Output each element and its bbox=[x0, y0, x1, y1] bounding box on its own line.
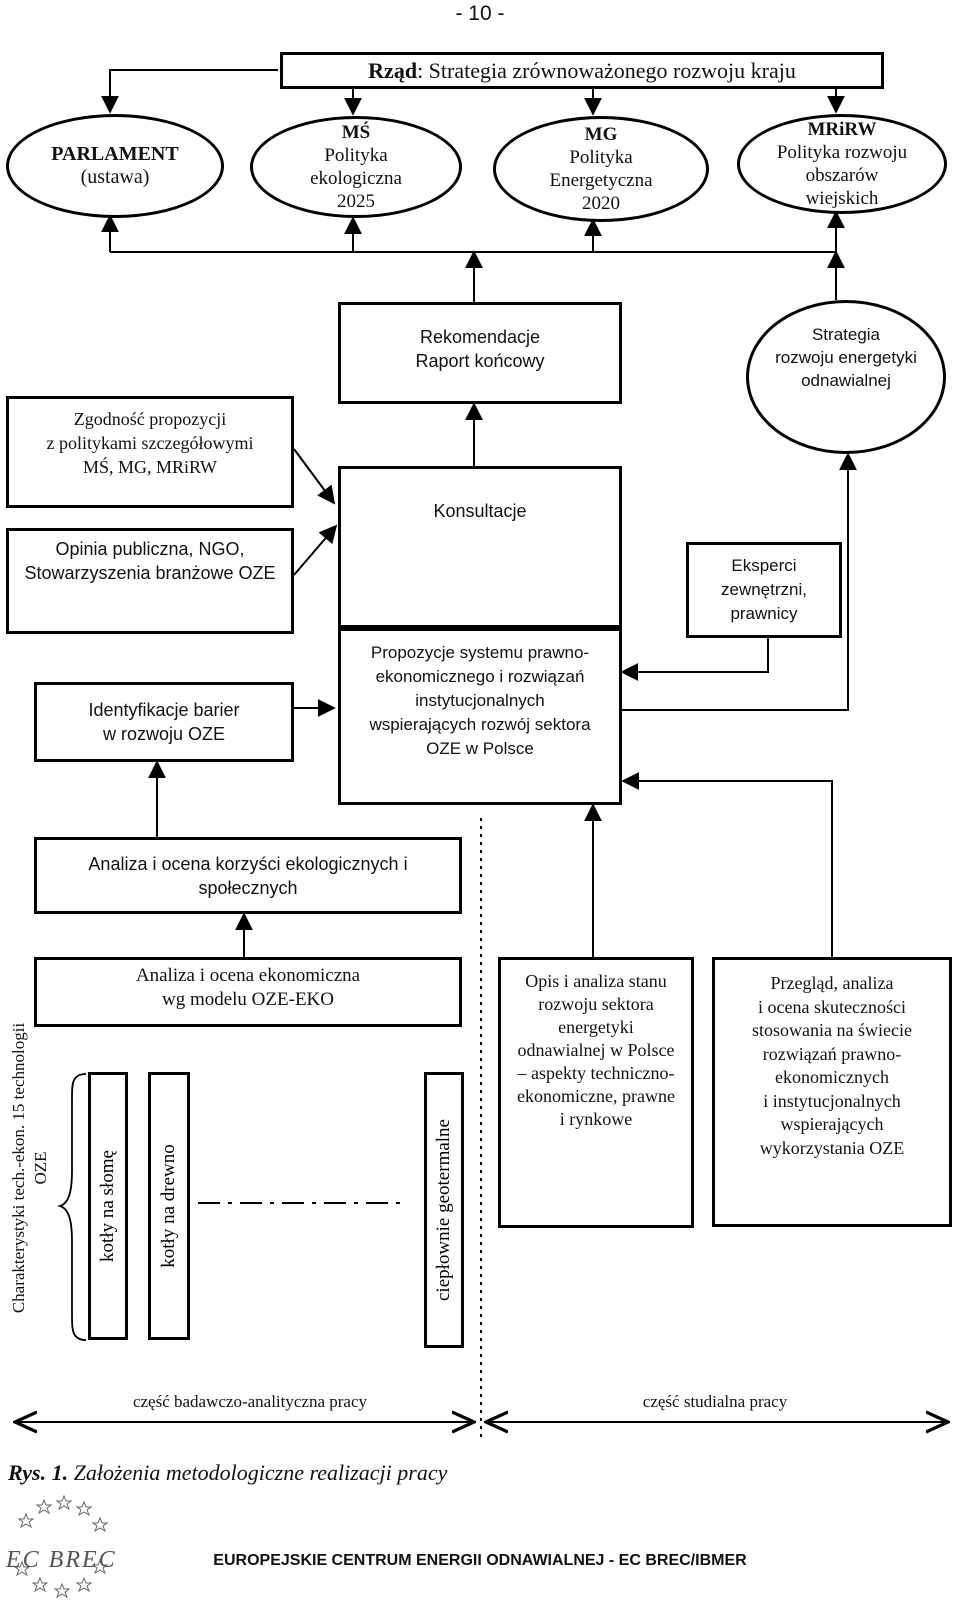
figure-caption: Rys. 1. Założenia metodologiczne realiza… bbox=[8, 1434, 568, 1486]
government-strategy-text: : Strategia zrównoważonego rozwoju kraju bbox=[417, 57, 796, 83]
tech-box-geothermal-plants: ciepłownie geotermalne bbox=[424, 1072, 464, 1348]
ec-brec-logo-stars bbox=[13, 1494, 109, 1599]
footer-organization: EUROPEJSKIE CENTRUM ENERGII ODNAWIALNEJ … bbox=[213, 1552, 747, 1569]
parlament-oval: PARLAMENT (ustawa) bbox=[6, 114, 224, 218]
parlament-body: (ustawa) bbox=[80, 166, 150, 188]
ec-brec-logo-text: EC BREC bbox=[6, 1547, 117, 1573]
tech-box-wood-boilers: kotły na drewno bbox=[148, 1072, 190, 1340]
strategy-oval: Strategia rozwoju energetyki odnawialnej bbox=[746, 300, 946, 454]
ms-body: Polityka ekologiczna 2025 bbox=[310, 145, 402, 212]
compliance-box: Zgodność propozycji z politykami szczegó… bbox=[6, 396, 294, 508]
world-review-box: Przegląd, analiza i ocena skuteczności s… bbox=[712, 957, 952, 1227]
government-strategy-box: Rząd: Strategia zrównoważonego rozwoju k… bbox=[280, 52, 884, 89]
barriers-box: Identyfikacje barier w rozwoju OZE bbox=[34, 682, 294, 762]
public-opinion-box: Opinia publiczna, NGO, Stowarzyszenia br… bbox=[6, 528, 294, 634]
econ-analysis-box: Analiza i ocena ekonomiczna wg modelu OZ… bbox=[34, 957, 462, 1027]
study-part-label: część studialna pracy bbox=[642, 1392, 788, 1411]
mrirw-title: MRiRW bbox=[807, 119, 877, 140]
mg-body: Polityka Energetyczna 2020 bbox=[549, 147, 653, 214]
experts-box: Eksperci zewnętrzni, prawnicy bbox=[686, 542, 842, 638]
figure-caption-label: Rys. 1. bbox=[8, 1460, 69, 1485]
proposals-box: Propozycje systemu prawno- ekonomicznego… bbox=[338, 628, 622, 805]
mg-oval: MG Polityka Energetyczna 2020 bbox=[493, 116, 709, 222]
tech-label-wood-boilers: kotły na drewno bbox=[158, 1144, 179, 1268]
sector-description-box: Opis i analiza stanu rozwoju sektora ene… bbox=[498, 957, 694, 1228]
recommendations-box: Rekomendacje Raport końcowy bbox=[338, 302, 622, 404]
tech-box-straw-boilers: kotły na słomę bbox=[88, 1072, 128, 1340]
parlament-title: PARLAMENT bbox=[51, 143, 179, 165]
page-number: - 10 - bbox=[455, 2, 505, 25]
government-label: Rząd bbox=[368, 57, 418, 83]
eco-analysis-box: Analiza i ocena korzyści ekologicznych i… bbox=[34, 837, 462, 914]
mg-title: MG bbox=[584, 124, 618, 145]
technologies-side-label: Charakterystyki tech.-ekon. 15 technolog… bbox=[9, 1022, 50, 1314]
mrirw-body: Polityka rozwoju obszarów wiejskich bbox=[776, 142, 908, 209]
research-part-label: część badawczo-analityczna pracy bbox=[132, 1392, 368, 1411]
mrirw-oval: MRiRW Polityka rozwoju obszarów wiejskic… bbox=[737, 114, 947, 214]
tech-label-geothermal-plants: ciepłownie geotermalne bbox=[433, 1118, 454, 1302]
figure-caption-text: Założenia metodologiczne realizacji prac… bbox=[68, 1460, 448, 1485]
ms-oval: MŚ Polityka ekologiczna 2025 bbox=[250, 116, 462, 218]
ms-title: MŚ bbox=[341, 122, 371, 143]
tech-label-straw-boilers: kotły na słomę bbox=[97, 1150, 118, 1262]
consultations-box: Konsultacje bbox=[338, 466, 622, 628]
